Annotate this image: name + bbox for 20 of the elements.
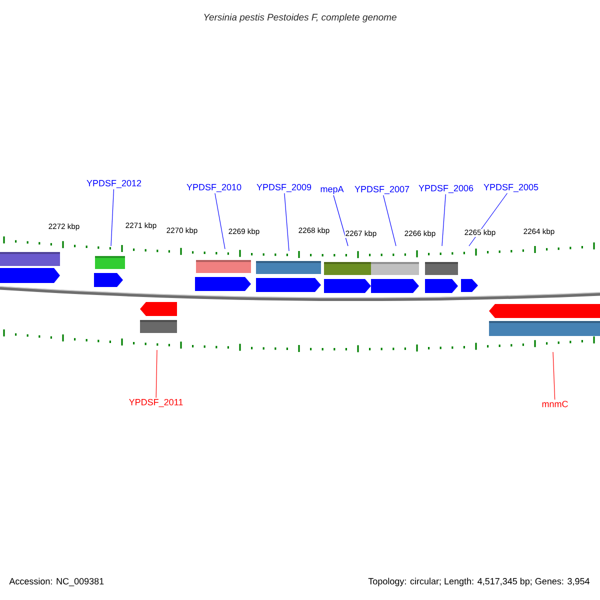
accession-text: Accession: NC_009381 [9,578,104,586]
leader-line [383,194,396,246]
leader-line [214,192,226,250]
title: Yersinia pestis Pestoides F, complete genome [204,14,396,22]
leader-line [333,194,348,246]
leader-line [110,188,114,246]
leader-line [284,192,290,252]
leader-line [156,350,158,398]
gene-label: YPDSF_2010 [186,184,242,192]
gene-label: YPDSF_2009 [256,184,312,192]
gene-label: YPDSF_2011 [129,398,183,408]
leader-line [552,352,556,400]
gene-label: YPDSF_2012 [86,180,142,188]
gene-label: mepA [320,186,344,194]
gene-label: YPDSF_2005 [484,184,538,192]
gene-label: YPDSF_2007 [354,186,410,194]
leader-line [442,194,446,246]
gene-label: mnmC [542,400,568,408]
topology-text: Topology: circular; Length: 4,517,345 bp; Genes: 3,954 [368,578,590,586]
gene-label: YPDSF_2006 [418,184,474,194]
